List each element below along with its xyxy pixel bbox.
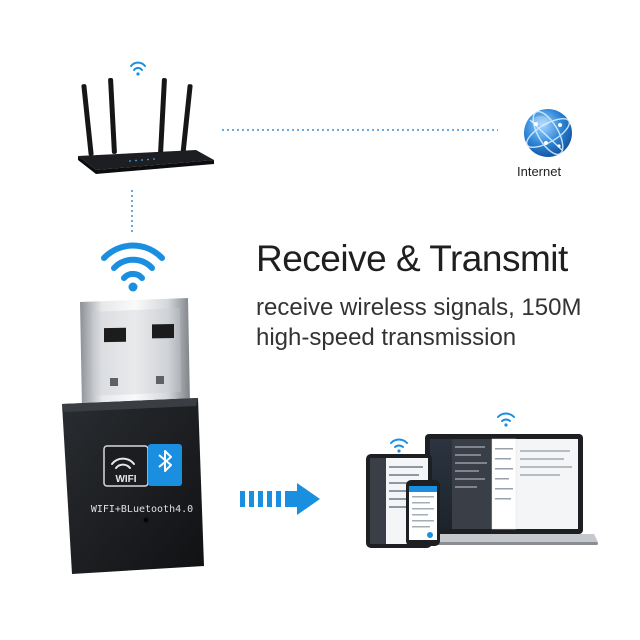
subtitle-line-1: receive wireless signals, 150M <box>256 294 582 321</box>
wifi-icon <box>130 61 146 76</box>
wifi-icon <box>111 457 135 469</box>
subtitle-line-2: high-speed transmission <box>256 324 517 351</box>
headline: Receive & Transmit <box>256 238 568 279</box>
wifi-icon <box>390 412 515 453</box>
arrow-right-icon <box>240 483 320 515</box>
phone-icon <box>406 480 440 546</box>
connection-lines <box>131 129 498 232</box>
wifi-icon <box>101 242 165 292</box>
router-icon <box>78 77 214 174</box>
dongle-model-text: WIFI+BLuetooth4.0 <box>91 504 193 515</box>
internet-label: Internet <box>517 164 562 179</box>
bluetooth-icon <box>158 450 172 472</box>
globe-icon <box>524 109 572 157</box>
usb-dongle <box>62 298 204 574</box>
dongle-badge-wifi-text: WIFI <box>115 474 136 485</box>
